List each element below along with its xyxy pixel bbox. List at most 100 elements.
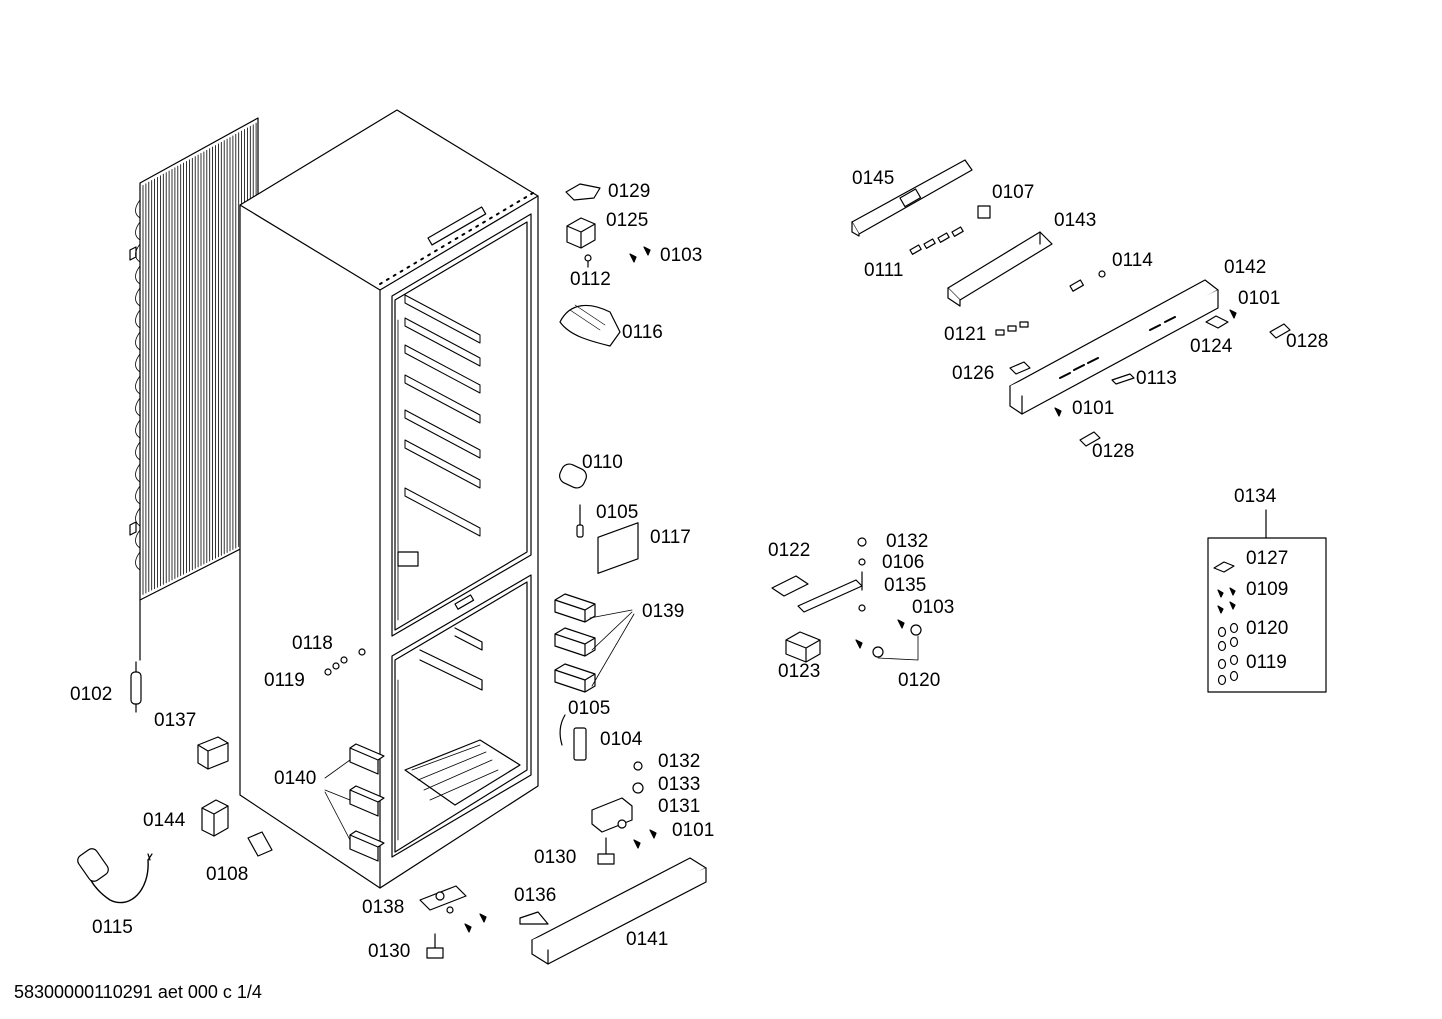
part-0129 (566, 184, 600, 200)
label-0120: 0120 (898, 670, 941, 691)
label-0124: 0124 (1190, 336, 1233, 357)
grille-0117 (598, 523, 638, 574)
part-0107 (978, 206, 990, 218)
label-0105: 0105 (596, 502, 639, 523)
label-0141: 0141 (626, 929, 669, 950)
label-0117: 0117 (650, 527, 691, 548)
cap-0124 (1206, 316, 1228, 328)
label-0142: 0142 (1224, 257, 1267, 278)
label-0104: 0104 (600, 729, 643, 750)
drawing-number-footer: 58300000110291 aet 000 c 1/4 (14, 982, 262, 1002)
label-0119: 0119 (264, 670, 305, 691)
label-0130: 0130 (368, 941, 411, 962)
label-0113: 0113 (1136, 368, 1177, 389)
label-0101: 0101 (1238, 288, 1281, 309)
part-0114 (1070, 271, 1105, 291)
label-0123: 0123 (778, 661, 821, 682)
label-0138: 0138 (362, 897, 405, 918)
label-0119: 0119 (1246, 652, 1287, 673)
label-0137: 0137 (154, 710, 197, 731)
screws-0118-0119 (325, 649, 365, 675)
cover-0116 (560, 305, 620, 346)
caps-0120a (873, 625, 921, 660)
cabinet-body (240, 110, 538, 888)
label-0128a (1270, 324, 1290, 338)
cover-0126 (1010, 362, 1030, 374)
label-0118: 0118 (292, 633, 333, 654)
label-0131: 0131 (658, 796, 701, 817)
handle-0141 (532, 858, 706, 964)
power-cord-0115 (75, 846, 152, 902)
screws-0138 (465, 914, 486, 932)
terminal-block-0137 (198, 737, 228, 769)
label-0108: 0108 (206, 864, 249, 885)
part-0113 (1112, 374, 1134, 384)
label-0130: 0130 (534, 847, 577, 868)
label-0114: 0114 (1112, 250, 1153, 271)
screws-0103b (856, 620, 904, 648)
label-0145: 0145 (852, 168, 895, 189)
label-0105: 0105 (568, 698, 611, 719)
keys-0111 (910, 227, 963, 254)
label-0110: 0110 (582, 452, 623, 473)
drier-part (131, 662, 141, 712)
condenser-coil (130, 118, 258, 660)
label-0132: 0132 (658, 751, 701, 772)
part-0125 (567, 218, 595, 248)
label-0128b (1080, 432, 1100, 446)
bracket-0122 (772, 576, 862, 612)
label-0101: 0101 (1072, 398, 1115, 419)
bracket-parts-0140 (325, 744, 384, 861)
hinge-0138 (420, 886, 466, 913)
label-0101: 0101 (672, 820, 715, 841)
label-0120: 0120 (1246, 618, 1289, 639)
label-0128: 0128 (1092, 441, 1135, 462)
part-0105a (577, 505, 583, 537)
label-0102: 0102 (70, 684, 113, 705)
label-0103: 0103 (912, 597, 955, 618)
label-0128: 0128 (1286, 331, 1329, 352)
fascia-0142 (1010, 280, 1218, 414)
screw-0101b (1230, 310, 1236, 318)
pad-0136 (520, 912, 548, 924)
label-0134: 0134 (1234, 486, 1277, 507)
label-0125: 0125 (606, 210, 649, 231)
bolt-0130a (598, 838, 614, 864)
screws-0101a (634, 830, 656, 848)
kit-box-0134 (1208, 510, 1326, 692)
part-0105b (560, 715, 565, 745)
screws-0103a (630, 247, 650, 262)
block-0123 (786, 632, 820, 662)
label-0132: 0132 (886, 531, 929, 552)
part-0104 (574, 728, 586, 760)
lamp-0110 (557, 461, 589, 490)
cover-0108 (248, 832, 272, 856)
bolt-0130b (427, 934, 443, 958)
label-0109: 0109 (1246, 579, 1289, 600)
label-0106: 0106 (882, 552, 925, 573)
label-0139: 0139 (642, 601, 685, 622)
label-0126: 0126 (952, 363, 995, 384)
relay-box-0144 (202, 800, 228, 836)
label-0136: 0136 (514, 885, 557, 906)
label-0122: 0122 (768, 540, 811, 561)
label-0144: 0144 (143, 810, 186, 831)
label-0135: 0135 (884, 575, 927, 596)
label-0129: 0129 (608, 181, 651, 202)
label-0112: 0112 (570, 269, 611, 290)
blocks-0139 (555, 594, 634, 692)
label-0133: 0133 (658, 774, 701, 795)
screw-0112 (585, 255, 591, 267)
label-0121: 0121 (944, 324, 987, 345)
label-0140: 0140 (274, 768, 317, 789)
label-0103: 0103 (660, 245, 703, 266)
screw-0101c (1055, 408, 1061, 416)
module-0143 (948, 232, 1052, 306)
label-0143: 0143 (1054, 210, 1097, 231)
label-0111: 0111 (864, 260, 904, 281)
control-board-0145 (852, 160, 972, 236)
label-0115: 0115 (92, 917, 133, 938)
label-0127: 0127 (1246, 548, 1289, 569)
label-0116: 0116 (622, 322, 663, 343)
